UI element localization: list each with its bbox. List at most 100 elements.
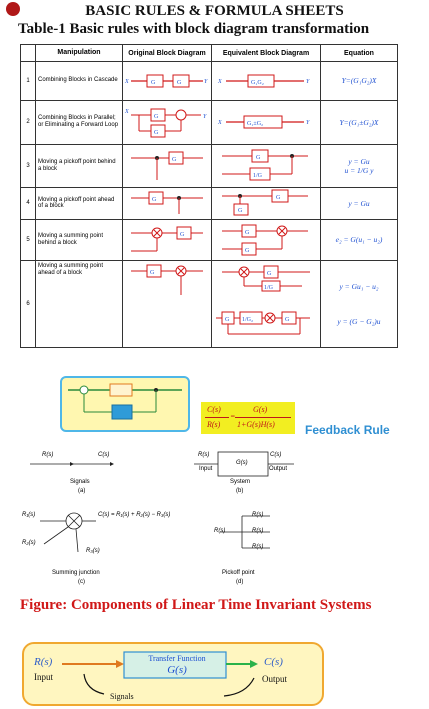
equation-fraction: 1/G [357, 165, 369, 175]
lti-tf-label: Transfer Function [148, 654, 206, 663]
table-row: 4 Moving a pickoff point ahead of a bloc… [20, 186, 398, 221]
sum-caption: Summing junction [52, 570, 100, 576]
original-diagram: G [122, 259, 212, 349]
svg-text:1/G: 1/G [253, 173, 263, 179]
table-row: 5 Moving a summing point behind a block … [20, 219, 398, 261]
manipulation-text: Moving a summing point behind a block [35, 219, 123, 261]
equation-line-1: y = Gu [348, 156, 370, 166]
row-number: 3 [20, 144, 36, 188]
svg-text:1/G₂: 1/G₂ [242, 317, 253, 323]
signals-out-label: C(s) [98, 452, 110, 458]
summing-ahead-original-diagram: G [131, 264, 203, 295]
pickoff-caption: Pickoff point [222, 570, 255, 576]
svg-text:G: G [172, 157, 177, 163]
system-sub: (b) [236, 488, 244, 494]
svg-text:G: G [177, 80, 182, 86]
pickoff-ahead-equivalent-diagram: G G [222, 189, 308, 216]
svg-text:G: G [238, 208, 243, 214]
pickoff-behind-equivalent-diagram: G 1/G [222, 149, 308, 181]
parallel-equivalent-diagram: G₁±G₂ X Y [217, 115, 310, 129]
equivalent-diagram: G 1/G [211, 144, 321, 188]
summing-ahead-equivalent-diagram: G 1/G G 1/G₂ G [216, 265, 310, 335]
formula-den-right: 1+G(s)H(s) [237, 420, 275, 429]
svg-text:X: X [124, 79, 129, 85]
equation-text: y = Gu₁ − u₂ y = (G − G₂)u [320, 259, 398, 349]
table-row: 2 Combining Blocks in Parallel; or Elimi… [20, 99, 398, 146]
lti-output-signal: C(s) [264, 656, 283, 668]
col-manipulation: Manipulation [35, 44, 123, 62]
original-diagram: G [122, 186, 212, 221]
formula-num-left: C(s) [207, 405, 221, 414]
svg-text:G: G [276, 195, 281, 201]
sum-r1-label: R₁(s) [22, 512, 36, 518]
svg-text:G: G [154, 130, 159, 136]
pickoff-in-label: R(s) [214, 528, 226, 534]
svg-text:X: X [217, 79, 222, 85]
svg-text:X: X [217, 120, 222, 126]
summing-behind-equivalent-diagram: G G [222, 224, 308, 256]
svg-text:Y: Y [306, 120, 310, 126]
lti-tf-value: G(s) [167, 664, 187, 676]
manipulation-text: Moving a pickoff point ahead of a block [35, 186, 123, 221]
formula-num-right: G(s) [253, 405, 268, 414]
svg-text:G: G [152, 197, 157, 203]
cascade-equivalent-diagram: G₁G₂ X Y [217, 74, 310, 88]
feedback-formula: C(s) R(s) = G(s) 1+G(s)H(s) [201, 402, 295, 434]
svg-text:G: G [225, 317, 230, 323]
university-logo-icon [6, 2, 20, 16]
row-number: 6 [20, 259, 36, 349]
equation-line-2: u = 1/G y [321, 166, 397, 175]
svg-text:G₁G₂: G₁G₂ [251, 80, 264, 86]
equation-text: Y=(G₁G₂)X [320, 61, 398, 101]
equation-text: y = Gu u = 1/G y [320, 144, 398, 188]
manipulation-text: Moving a pickoff point behind a block [35, 144, 123, 188]
svg-text:Y: Y [204, 79, 208, 85]
manipulation-text: Combining Blocks in Parallel; or Elimina… [35, 99, 123, 146]
svg-text:G: G [150, 270, 155, 276]
lti-input-label: Input [34, 672, 53, 682]
summing-behind-original-diagram: G [131, 226, 203, 252]
signals-in-label: R(s) [42, 452, 54, 458]
equivalent-diagram: G₁±G₂ X Y [211, 99, 321, 146]
equivalent-diagram: G G [211, 219, 321, 261]
original-diagram: G G X Y [122, 99, 212, 146]
signals-caption: Signals [70, 479, 90, 485]
sum-r3-label: R₃(s) [86, 548, 100, 554]
equation-text: Y=(G₁±G₂)X [320, 99, 398, 146]
equation-line-2: y = (G − G₂)u [337, 316, 381, 326]
svg-text:Y: Y [203, 114, 207, 120]
col-equivalent: Equivalent Block Diagram [211, 44, 321, 62]
equivalent-diagram: G₁G₂ X Y [211, 61, 321, 101]
lti-output-label: Output [262, 674, 288, 684]
col-equation: Equation [320, 44, 398, 62]
equation-text: y = Gu [320, 186, 398, 221]
system-input-label: Input [199, 466, 213, 472]
equation-rhs: y [368, 165, 374, 175]
sum-r2-label: R₂(s) [22, 540, 36, 546]
svg-text:X: X [124, 109, 129, 115]
svg-text:G: G [245, 230, 250, 236]
svg-text:G: G [285, 317, 290, 323]
row-number: 1 [20, 61, 36, 101]
formula-line-left [205, 417, 229, 418]
feedback-loop-diagram [68, 383, 182, 420]
row-number: 5 [20, 219, 36, 261]
sum-sub: (c) [78, 579, 85, 585]
table-row: 6 Moving a summing point ahead of a bloc… [20, 259, 398, 349]
system-caption: System [230, 479, 251, 485]
equation-text: e₂ = G(u₁ − u₂) [320, 219, 398, 261]
formula-den-left: R(s) [207, 420, 221, 429]
cascade-original-diagram: G G X Y [124, 74, 208, 88]
table-header-row: Manipulation Original Block Diagram Equi… [20, 44, 398, 62]
lti-figure-title: Figure: Components of Linear Time Invari… [20, 597, 372, 613]
pickoff-out-label-2: R(s) [252, 528, 264, 534]
equation-lhs: u = [344, 165, 358, 175]
sum-out-label: C(s) = R₁(s) + R₂(s) − R₃(s) [98, 512, 171, 518]
system-out-label: C(s) [270, 452, 282, 458]
original-diagram: G G X Y [122, 61, 212, 101]
system-block-label: G(s) [236, 460, 248, 466]
pickoff-out-label-1: R(s) [252, 512, 264, 518]
row-number: 2 [20, 99, 36, 146]
svg-text:1/G: 1/G [264, 285, 274, 291]
pickoff-ahead-original-diagram: G [131, 191, 203, 215]
